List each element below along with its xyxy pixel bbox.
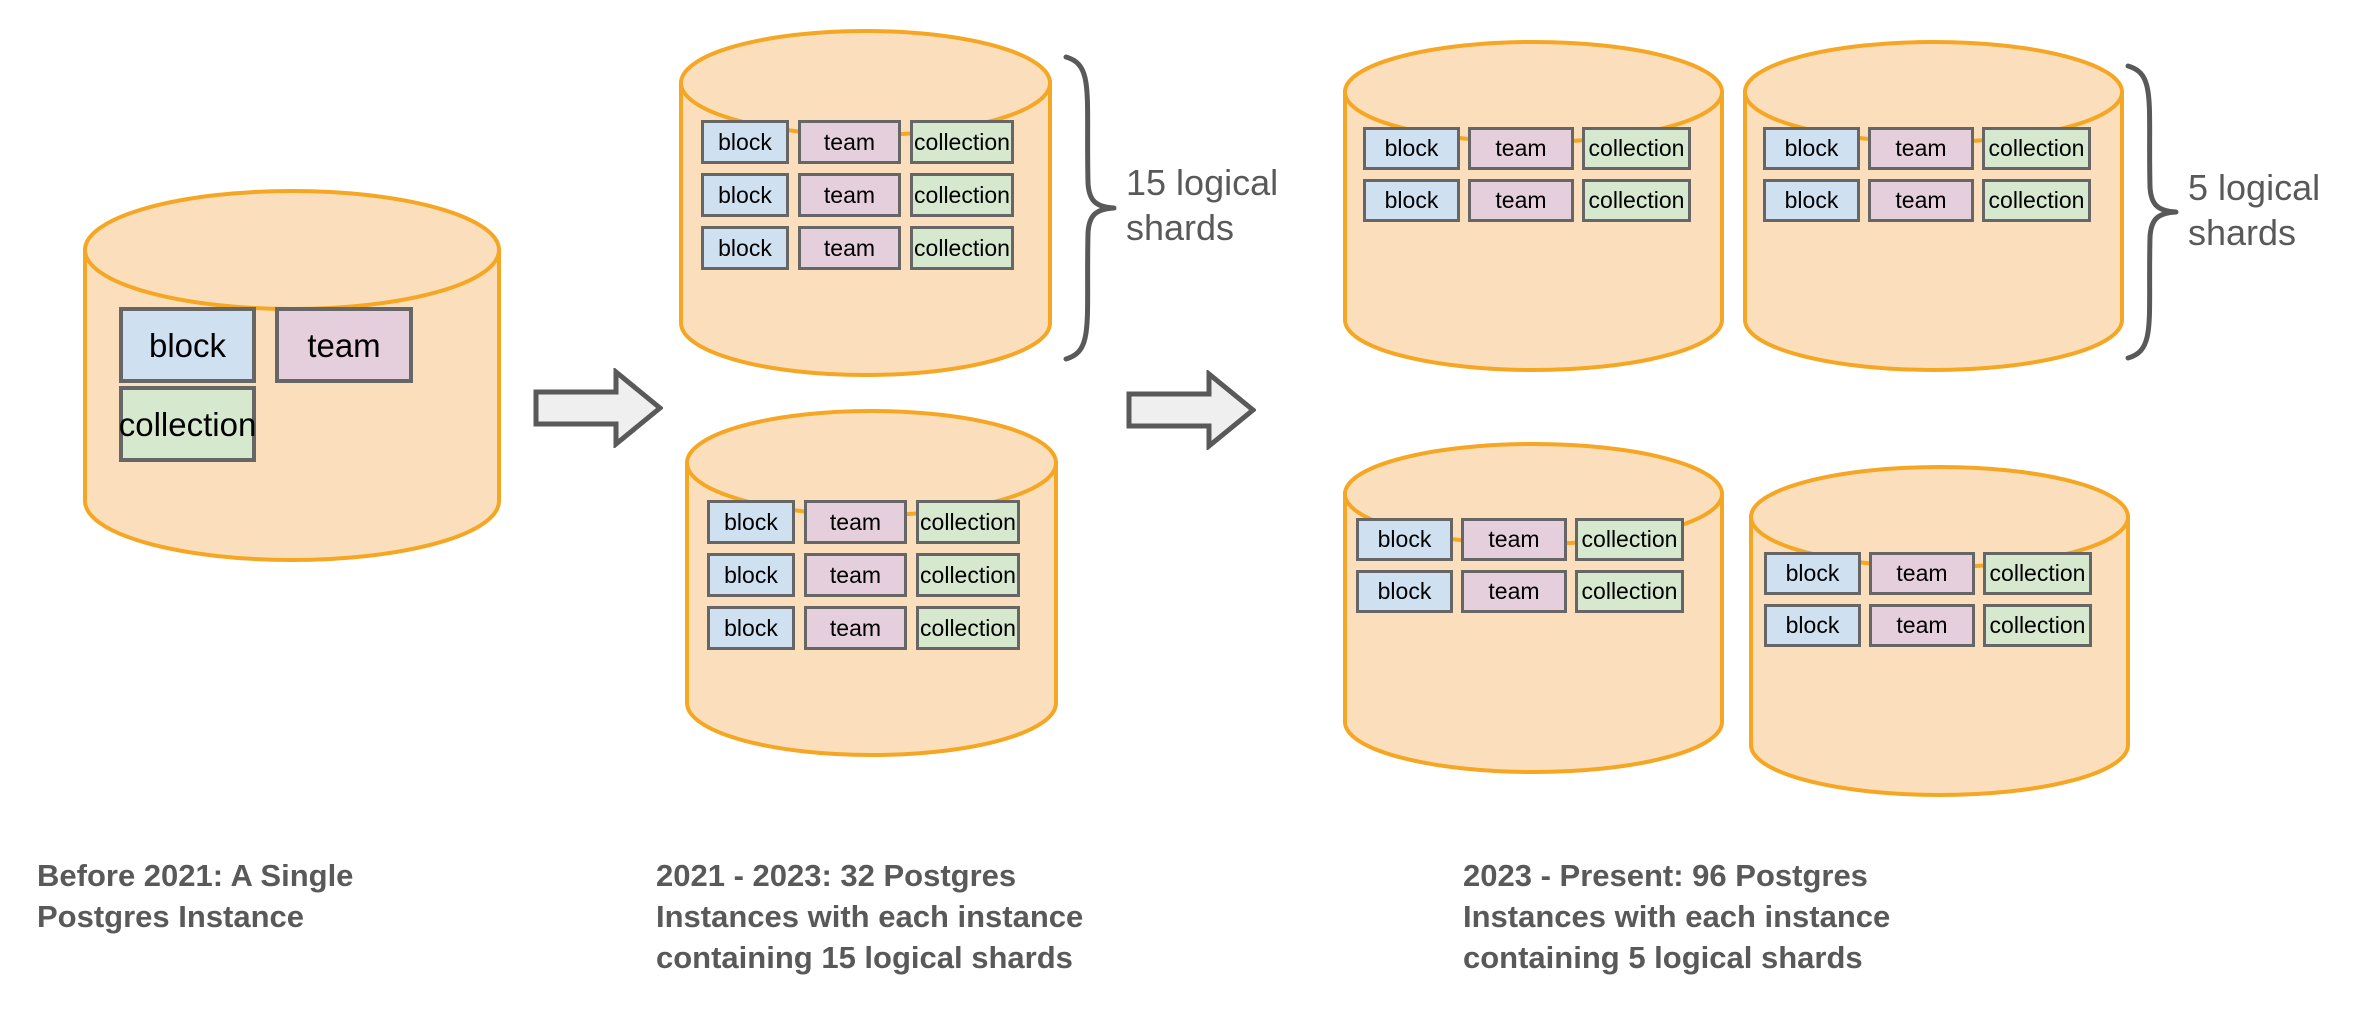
shard-row: block team collection: [707, 606, 1020, 650]
postgres-instance-cylinder-p3-tr: block team collection block team collect…: [1742, 38, 2125, 373]
shard-block: block: [1356, 570, 1453, 613]
shard-row: block team collection: [701, 226, 1014, 270]
shard-team: team: [804, 500, 907, 544]
shard-grid-p2-bottom: block team collection block team collect…: [707, 500, 1020, 650]
shard-row: block team collection: [1356, 518, 1684, 561]
postgres-instance-cylinder-p3-tl: block team collection block team collect…: [1342, 38, 1725, 373]
shard-block: block: [707, 606, 795, 650]
shard-collection: collection: [1982, 127, 2091, 170]
postgres-instance-cylinder-p3-bl: block team collection block team collect…: [1342, 440, 1725, 775]
shard-block: block: [1363, 179, 1460, 222]
postgres-instance-cylinder-p2-top: block team collection block team collect…: [678, 28, 1053, 378]
shard-collection: collection: [1582, 127, 1691, 170]
shard-row: block team collection: [701, 120, 1014, 164]
shard-team: team: [1868, 179, 1974, 222]
shard-block: block: [701, 173, 789, 217]
right-arrow-icon: [1126, 368, 1257, 452]
shard-collection: collection: [1983, 552, 2092, 595]
shard-collection: collection: [1982, 179, 2091, 222]
transition-arrow-2: [1126, 368, 1257, 452]
shard-block: block: [1363, 127, 1460, 170]
shard-team: team: [804, 553, 907, 597]
shard-row: block team: [119, 307, 413, 383]
shard-block: block: [1763, 127, 1860, 170]
curly-brace-icon: [2125, 63, 2179, 361]
postgres-instance-cylinder-p2-bottom: block team collection block team collect…: [684, 408, 1059, 758]
shard-row: block team collection: [1356, 570, 1684, 613]
shard-row: block team collection: [1363, 127, 1691, 170]
shard-grid-p3-bl: block team collection block team collect…: [1356, 518, 1684, 613]
brace-15-shards: [1056, 53, 1118, 363]
shard-block: block: [1764, 552, 1861, 595]
shard-grid-p3-tr: block team collection block team collect…: [1763, 127, 2091, 222]
transition-arrow-1: [533, 366, 664, 450]
brace-label-15-shards: 15 logical shards: [1126, 162, 1279, 248]
shard-collection: collection: [1575, 518, 1684, 561]
shard-team: team: [798, 120, 901, 164]
shard-collection: collection: [910, 226, 1014, 270]
postgres-instance-cylinder-p3-br: block team collection block team collect…: [1748, 463, 2131, 798]
shard-grid-p3-tl: block team collection block team collect…: [1363, 127, 1691, 222]
shard-block: block: [1356, 518, 1453, 561]
shard-collection: collection: [119, 386, 256, 462]
shard-block: block: [1763, 179, 1860, 222]
brace-5-shards: [2118, 62, 2180, 362]
panel-caption-2023-present: 2023 - Present: 96 Postgres Instances wi…: [1463, 858, 1891, 975]
panel-caption-2021-2023: 2021 - 2023: 32 Postgres Instances with …: [656, 858, 1084, 975]
shard-grid-p1: block team collection: [82, 188, 502, 563]
curly-brace-icon: [1063, 54, 1117, 362]
shard-team: team: [1869, 604, 1975, 647]
postgres-instance-cylinder-p1: block team collection: [82, 188, 502, 563]
shard-collection: collection: [916, 606, 1020, 650]
shard-grid-p3-br: block team collection block team collect…: [1764, 552, 2092, 647]
shard-row: collection: [119, 386, 256, 462]
shard-row: block team collection: [1763, 179, 2091, 222]
shard-team: team: [798, 226, 901, 270]
shard-collection: collection: [1575, 570, 1684, 613]
shard-row: block team collection: [1763, 127, 2091, 170]
shard-grid-p2-top: block team collection block team collect…: [701, 120, 1014, 270]
shard-team: team: [1468, 179, 1574, 222]
shard-row: block team collection: [1764, 604, 2092, 647]
brace-label-5-shards: 5 logical shards: [2188, 167, 2321, 253]
shard-block: block: [119, 307, 256, 383]
right-arrow-icon: [533, 366, 664, 450]
shard-team: team: [275, 307, 413, 383]
shard-team: team: [1869, 552, 1975, 595]
shard-row: block team collection: [701, 173, 1014, 217]
shard-block: block: [707, 500, 795, 544]
shard-team: team: [1461, 570, 1567, 613]
shard-row: block team collection: [1764, 552, 2092, 595]
shard-collection: collection: [1582, 179, 1691, 222]
shard-row: block team collection: [1363, 179, 1691, 222]
shard-team: team: [1468, 127, 1574, 170]
shard-collection: collection: [1983, 604, 2092, 647]
shard-collection: collection: [916, 553, 1020, 597]
shard-team: team: [1868, 127, 1974, 170]
shard-team: team: [1461, 518, 1567, 561]
shard-block: block: [707, 553, 795, 597]
shard-row: block team collection: [707, 500, 1020, 544]
shard-block: block: [701, 226, 789, 270]
shard-collection: collection: [910, 120, 1014, 164]
panel-caption-before-2021: Before 2021: A Single Postgres Instance: [37, 858, 354, 934]
shard-team: team: [804, 606, 907, 650]
shard-block: block: [701, 120, 789, 164]
shard-collection: collection: [910, 173, 1014, 217]
shard-team: team: [798, 173, 901, 217]
shard-row: block team collection: [707, 553, 1020, 597]
shard-collection: collection: [916, 500, 1020, 544]
shard-block: block: [1764, 604, 1861, 647]
